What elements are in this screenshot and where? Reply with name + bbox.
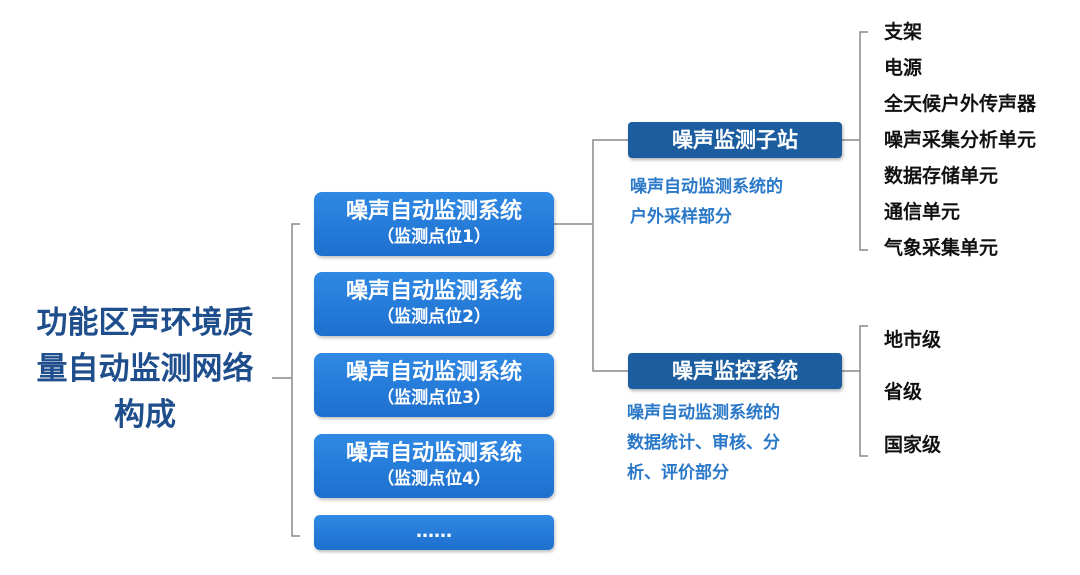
- site-title: 噪声自动监测系统: [345, 279, 522, 304]
- site-box-2: 噪声自动监测系统 （监测点位2）: [314, 272, 554, 336]
- site-subtitle: （监测点位3）: [377, 388, 491, 408]
- site-subtitle: （监测点位4）: [377, 469, 491, 489]
- site-box-1: 噪声自动监测系统 （监测点位1）: [314, 192, 554, 256]
- network-title: 功能区声环境质 量自动监测网络 构成: [36, 305, 254, 433]
- substation-components: 支架 电源 全天候户外传声器 噪声采集分析单元 数据存储单元 通信单元 气象采集…: [884, 14, 1036, 266]
- site-box-4: 噪声自动监测系统 （监测点位4）: [314, 434, 554, 498]
- site-to-category-line: [554, 139, 628, 372]
- substation-bracket: [842, 31, 868, 251]
- site-title: 噪声自动监测系统: [345, 199, 522, 224]
- list-item: 支架: [884, 21, 923, 43]
- substation-box: 噪声监测子站: [628, 122, 842, 158]
- site-title: 噪声自动监测系统: [345, 441, 522, 466]
- substation-description: 噪声自动监测系统的 户外采样部分: [630, 177, 783, 227]
- list-item: 电源: [884, 57, 923, 79]
- control-bracket: [842, 325, 868, 457]
- root-bracket: [291, 223, 300, 537]
- control-system-box: 噪声监控系统: [628, 353, 842, 389]
- site-subtitle: （监测点位2）: [377, 307, 491, 327]
- list-item: 国家级: [884, 434, 942, 456]
- list-item: 省级: [884, 381, 923, 403]
- list-item: 通信单元: [884, 201, 961, 223]
- site-box-more: ……: [314, 515, 554, 550]
- list-item: 噪声采集分析单元: [884, 129, 1037, 151]
- list-item: 全天候户外传声器: [884, 93, 1037, 115]
- list-item: 数据存储单元: [884, 165, 999, 187]
- site-subtitle: （监测点位1）: [377, 227, 491, 247]
- list-item: 地市级: [884, 329, 942, 351]
- control-system-description: 噪声自动监测系统的 数据统计、审核、分 析、评价部分: [627, 403, 780, 483]
- list-item: 气象采集单元: [884, 237, 999, 259]
- site-box-3: 噪声自动监测系统 （监测点位3）: [314, 353, 554, 417]
- site-title: 噪声自动监测系统: [345, 360, 522, 385]
